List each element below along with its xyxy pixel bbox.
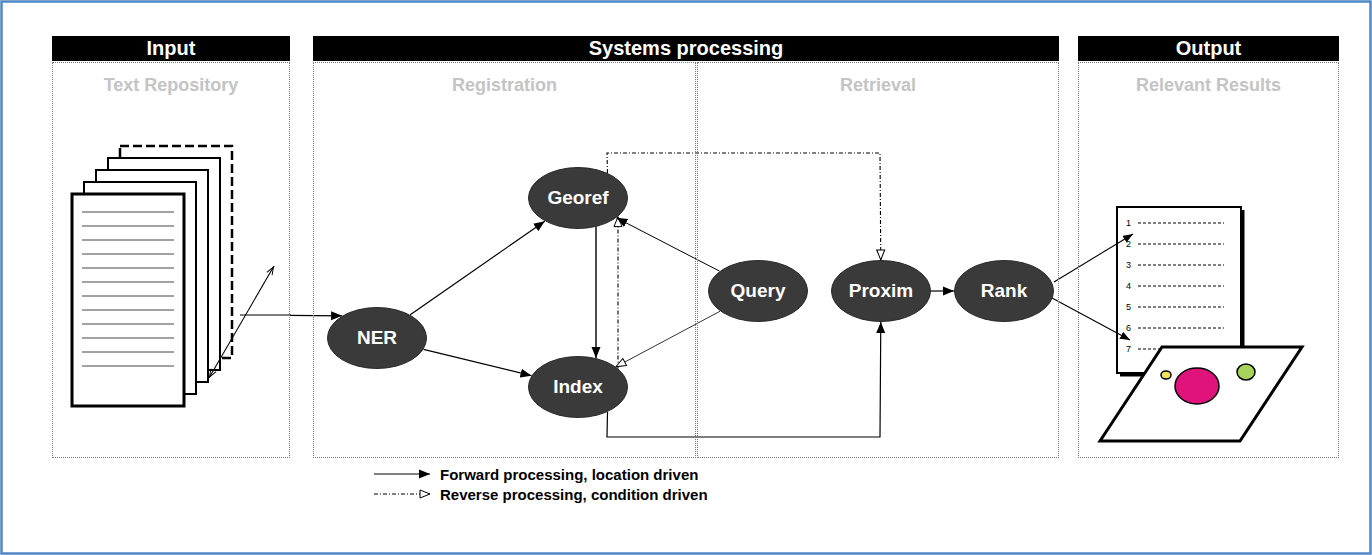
section-panel: Relevant Results: [1078, 62, 1339, 458]
output-arrow: [1054, 234, 1133, 282]
flow-connector: [290, 315, 342, 317]
flow-connector: [931, 290, 954, 291]
list-dash: [1138, 328, 1224, 329]
map-spot-large: [1175, 368, 1219, 404]
process-label: Rank: [981, 280, 1027, 302]
ellipse-shape: [328, 308, 427, 369]
legend-line: [374, 493, 430, 494]
rank-number: 1: [1126, 218, 1131, 228]
process-ellipse: Proxim: [831, 260, 931, 322]
header-band: Output: [1078, 36, 1339, 61]
legend-line: [374, 473, 430, 474]
text-line: [82, 366, 174, 367]
process-label: NER: [357, 327, 397, 349]
flow-connector: [617, 217, 618, 369]
process-ellipse: Index: [528, 356, 628, 418]
text-line: [82, 324, 174, 325]
text-line: [82, 240, 174, 241]
list-dash: [1138, 223, 1224, 224]
list-dash: [1138, 265, 1224, 266]
text-line: [82, 310, 174, 311]
rank-number: 5: [1126, 302, 1131, 312]
page-lines: [82, 212, 174, 366]
process-label: Index: [553, 376, 603, 398]
text-line: [82, 254, 174, 255]
flow-connector: [607, 153, 881, 260]
section-panel: RegistrationNER GeorefIndex: [313, 62, 696, 458]
section-panel: Text Repository: [52, 62, 290, 458]
list-dashes: [1138, 223, 1224, 349]
ellipse-shape: [955, 261, 1054, 322]
legend-sample: [372, 468, 434, 480]
text-line: [82, 212, 174, 213]
flow-connector: [424, 349, 532, 375]
process-label: Query: [731, 280, 786, 302]
result-map: [1100, 347, 1302, 441]
list-dash: [1138, 307, 1224, 308]
process-ellipse: Georef: [528, 167, 628, 229]
map-spot-small: [1161, 371, 1171, 379]
process-ellipse: Rank: [954, 260, 1054, 322]
map-sheet: [1100, 347, 1302, 441]
process-ellipse: Query: [708, 260, 808, 322]
text-line: [82, 296, 174, 297]
flow-connector: [616, 311, 720, 367]
header-band: Systems processing: [313, 36, 1059, 61]
rank-number: 2: [1126, 239, 1131, 249]
text-line: [82, 338, 174, 339]
ellipse-shape: [529, 357, 628, 418]
ellipse-shape: [832, 261, 931, 322]
header-band: Input: [52, 36, 290, 61]
band-title: Output: [1176, 37, 1242, 60]
double-arrow: [209, 266, 274, 378]
output-arrow: [1052, 298, 1130, 340]
legend-text: Forward processing, location driven: [440, 466, 698, 483]
process-label: Georef: [547, 187, 608, 209]
band-title: Input: [147, 37, 196, 60]
section-heading: Registration: [314, 75, 695, 96]
repository-link: [209, 266, 291, 378]
rank-number: 3: [1126, 260, 1131, 270]
rank-number: 6: [1126, 323, 1131, 333]
legend-text: Reverse processing, condition driven: [440, 486, 708, 503]
connector-stub: [240, 314, 291, 315]
process-ellipse: NER: [327, 307, 427, 369]
flow-connector: [410, 221, 545, 315]
map-spot-medium: [1237, 364, 1255, 380]
list-dash: [1138, 244, 1224, 245]
ellipse-shape: [709, 261, 808, 322]
document-stack: [72, 146, 232, 406]
text-line: [82, 352, 174, 353]
legend-item: Forward processing, location driven: [372, 464, 708, 484]
section-panel: RetrievalQuery Proxim Rank: [697, 62, 1059, 458]
output-lines: [1052, 234, 1133, 340]
flow-connector: [616, 218, 719, 271]
text-line: [82, 268, 174, 269]
ellipse-shape: [529, 168, 628, 229]
text-line: [82, 226, 174, 227]
legend-sample: [372, 488, 434, 500]
rank-number: 4: [1126, 281, 1131, 291]
text-line: [82, 282, 174, 283]
section-heading: Text Repository: [53, 75, 289, 96]
page-front: [72, 194, 184, 406]
flow-connector: [595, 227, 596, 358]
rank-number: 7: [1126, 344, 1131, 354]
section-heading: Retrieval: [698, 75, 1058, 96]
flow-connector: [607, 322, 881, 437]
band-title: Systems processing: [589, 37, 784, 60]
legend-item: Reverse processing, condition driven: [372, 484, 708, 504]
list-dash: [1138, 286, 1224, 287]
legend: Forward processing, location drivenRever…: [372, 464, 708, 504]
process-label: Proxim: [849, 280, 913, 302]
section-heading: Relevant Results: [1079, 75, 1338, 96]
